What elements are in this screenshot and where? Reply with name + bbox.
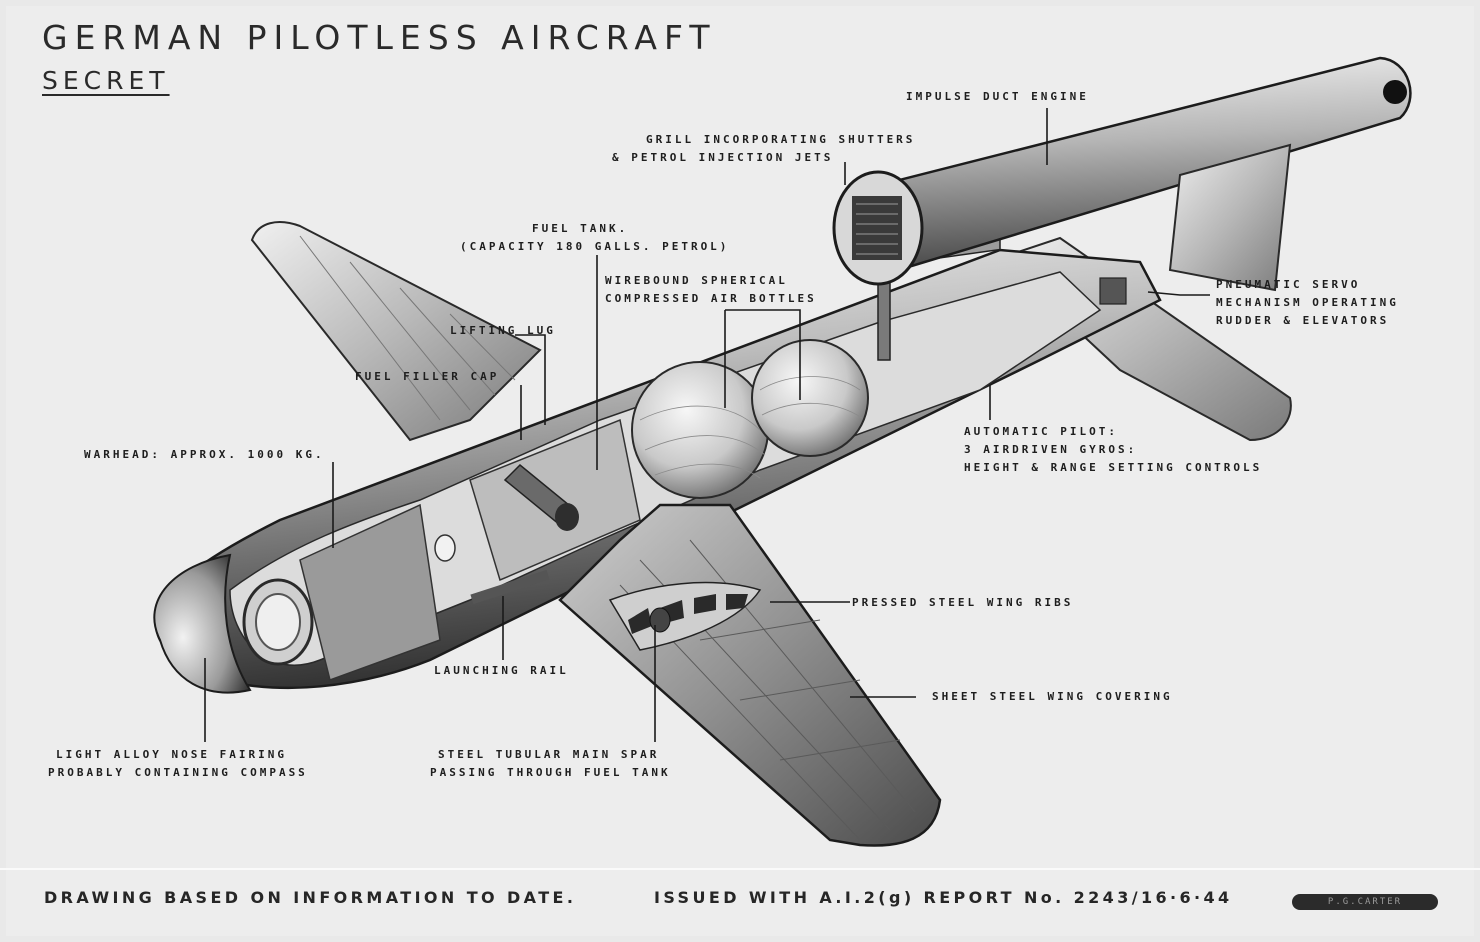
fuse-ring-inner bbox=[255, 593, 301, 651]
label-text: WARHEAD: APPROX. 1000 KG. bbox=[84, 448, 325, 461]
tail-fin bbox=[1168, 143, 1292, 292]
label-text: COMPRESSED AIR BOTTLES bbox=[605, 292, 817, 305]
label-text: RUDDER & ELEVATORS bbox=[1216, 314, 1390, 327]
label-text: FUEL FILLER CAP bbox=[355, 370, 500, 383]
label-fuel-tank: FUEL TANK. (CAPACITY 180 GALLS. PETROL) bbox=[460, 220, 729, 256]
label-text: SHEET STEEL WING COVERING bbox=[932, 690, 1173, 703]
page-title: GERMAN PILOTLESS AIRCRAFT bbox=[42, 18, 717, 57]
near-wing bbox=[558, 503, 942, 847]
label-wing-ribs: PRESSED STEEL WING RIBS bbox=[852, 594, 1073, 612]
artist-stamp-text: P.G.CARTER bbox=[1327, 897, 1403, 907]
wing-ribs-cutaway bbox=[608, 581, 762, 651]
label-text: & PETROL INJECTION JETS bbox=[612, 151, 834, 164]
label-pneumatic-servo: PNEUMATIC SERVO MECHANISM OPERATING RUDD… bbox=[1216, 276, 1399, 330]
label-automatic-pilot: AUTOMATIC PILOT: 3 AIRDRIVEN GYROS: HEIG… bbox=[964, 423, 1262, 477]
label-launching-rail: LAUNCHING RAIL bbox=[434, 662, 569, 680]
air-bottle-1 bbox=[631, 361, 769, 499]
label-text: LIGHT ALLOY NOSE FAIRING bbox=[56, 748, 287, 761]
footer-divider bbox=[0, 868, 1480, 870]
leader-lines bbox=[204, 108, 1210, 742]
label-text: PNEUMATIC SERVO bbox=[1216, 278, 1361, 291]
label-text: 3 AIRDRIVEN GYROS: bbox=[964, 443, 1138, 456]
label-warhead: WARHEAD: APPROX. 1000 KG. bbox=[84, 446, 325, 464]
servo-mechanism bbox=[1099, 277, 1127, 305]
label-text: FUEL TANK. bbox=[532, 222, 629, 235]
label-text: WIREBOUND SPHERICAL bbox=[605, 274, 788, 287]
label-lifting-lug: LIFTING LUG bbox=[450, 322, 556, 340]
label-text: MECHANISM OPERATING bbox=[1216, 296, 1399, 309]
label-text: GRILL INCORPORATING SHUTTERS bbox=[646, 133, 916, 146]
label-text: STEEL TUBULAR MAIN SPAR bbox=[438, 748, 660, 761]
air-bottle-2 bbox=[751, 339, 869, 457]
engine-pylon bbox=[877, 279, 891, 361]
secret-marking: SECRET bbox=[42, 66, 170, 95]
label-text: LAUNCHING RAIL bbox=[434, 664, 569, 677]
grill-shutters bbox=[852, 196, 902, 260]
label-grill: GRILL INCORPORATING SHUTTERS & PETROL IN… bbox=[612, 131, 915, 167]
main-spar-end bbox=[649, 607, 671, 633]
far-wing bbox=[250, 221, 542, 442]
label-text: PROBABLY CONTAINING COMPASS bbox=[48, 766, 308, 779]
footer-issued-report: ISSUED WITH A.I.2(g) REPORT No. 2243/16·… bbox=[654, 888, 1233, 907]
label-text: IMPULSE DUCT ENGINE bbox=[906, 90, 1089, 103]
label-main-spar: STEEL TUBULAR MAIN SPAR PASSING THROUGH … bbox=[430, 746, 671, 782]
label-text: LIFTING LUG bbox=[450, 324, 556, 337]
label-air-bottles: WIREBOUND SPHERICAL COMPRESSED AIR BOTTL… bbox=[605, 272, 817, 308]
label-wing-covering: SHEET STEEL WING COVERING bbox=[932, 688, 1173, 706]
launching-rail bbox=[470, 569, 550, 605]
spar-tube-end bbox=[555, 503, 579, 531]
footer-drawing-note: DRAWING BASED ON INFORMATION TO DATE. bbox=[44, 888, 577, 907]
engine-exhaust bbox=[1383, 80, 1407, 104]
label-fuel-filler-cap: FUEL FILLER CAP bbox=[355, 368, 499, 386]
label-text: PRESSED STEEL WING RIBS bbox=[852, 596, 1074, 609]
label-text: PASSING THROUGH FUEL TANK bbox=[430, 766, 671, 779]
nose-fairing bbox=[153, 553, 252, 694]
warhead-section bbox=[299, 503, 441, 681]
bulkhead-hole bbox=[434, 534, 456, 562]
label-text: HEIGHT & RANGE SETTING CONTROLS bbox=[964, 461, 1263, 474]
artist-stamp: P.G.CARTER bbox=[1292, 894, 1438, 910]
label-text: (CAPACITY 180 GALLS. PETROL) bbox=[460, 240, 730, 253]
label-impulse-duct-engine: IMPULSE DUCT ENGINE bbox=[906, 88, 1089, 106]
label-nose-fairing: LIGHT ALLOY NOSE FAIRING PROBABLY CONTAI… bbox=[48, 746, 308, 782]
label-text: AUTOMATIC PILOT: bbox=[964, 425, 1118, 438]
